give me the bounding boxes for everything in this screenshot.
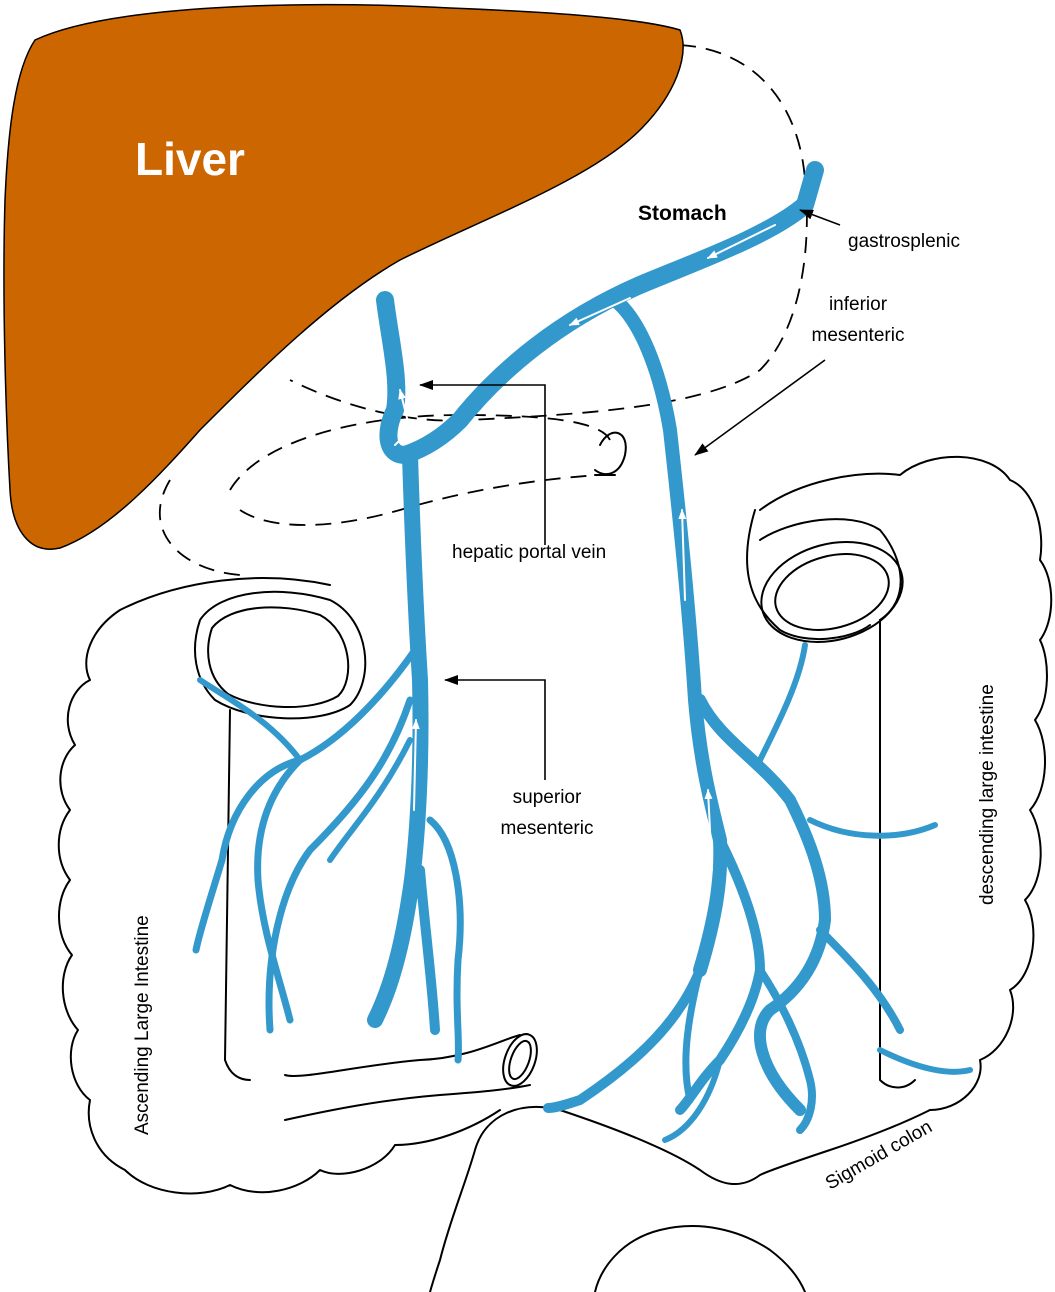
liver-shape <box>4 5 683 549</box>
descending-large-intestine-label: descending large intestine <box>977 684 998 905</box>
liver-label: Liver <box>135 133 245 185</box>
inferior-mesenteric-label-line1: inferior <box>829 294 888 315</box>
superior-mesenteric-label-line1: superior <box>513 787 582 808</box>
sigmoid-colon-label: Sigmoid colon <box>822 1116 936 1194</box>
superior-mesenteric-label-line2: mesenteric <box>501 818 594 839</box>
gastrosplenic-label: gastrosplenic <box>848 231 960 252</box>
inferior-mesenteric-vein <box>615 300 720 970</box>
inferior-mesenteric-label-line2: mesenteric <box>812 325 905 346</box>
hepatic-portal-vein-label: hepatic portal vein <box>452 542 606 563</box>
ascending-large-intestine-label: Ascending Large Intestine <box>132 915 153 1135</box>
stomach-label: Stomach <box>638 202 727 225</box>
